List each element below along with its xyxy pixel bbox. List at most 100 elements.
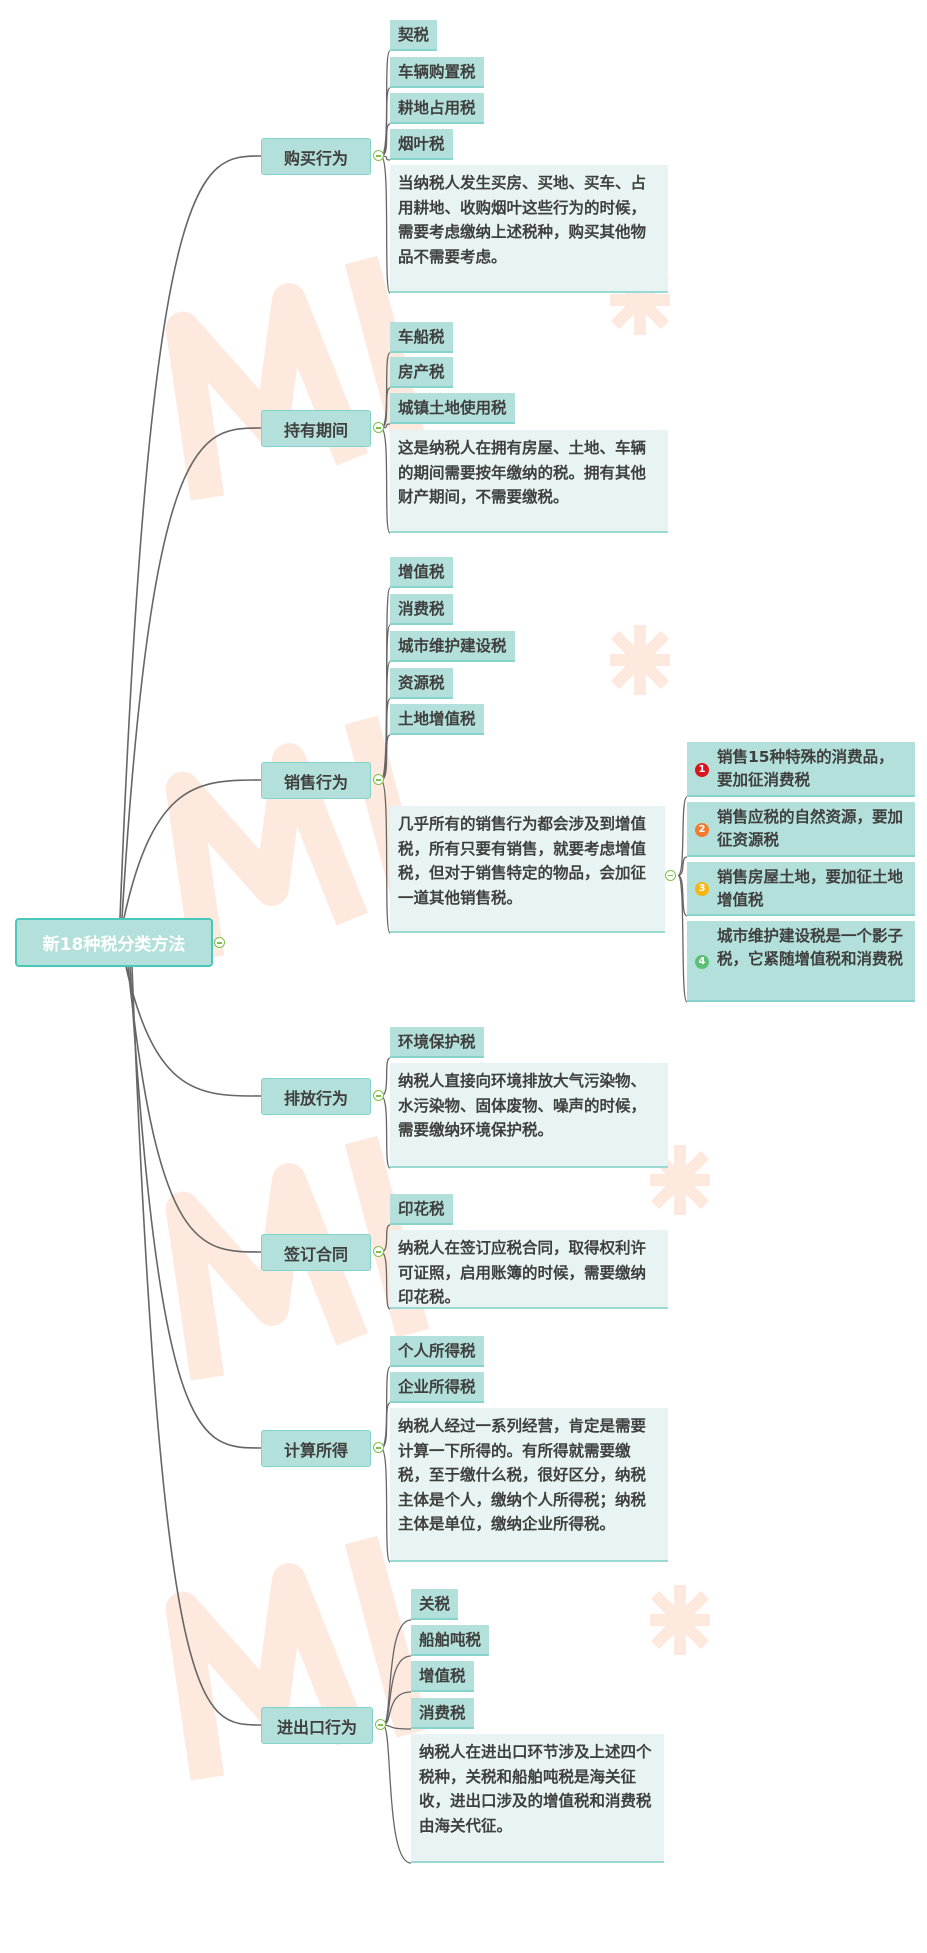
description-note: 纳税人在签订应税合同，取得权利许可证照，启用账簿的时候，需要缴纳印花税。	[390, 1230, 668, 1309]
priority-4-icon: 4	[695, 954, 709, 969]
description-note: 纳税人直接向环境排放大气污染物、水污染物、固体废物、噪声的时候，需要缴纳环境保护…	[390, 1063, 668, 1168]
sub-note-item[interactable]: 城市维护建设税是一个影子税，它紧随增值税和消费税 4	[687, 921, 915, 1002]
tax-leaf-node[interactable]: 城镇土地使用税	[390, 393, 515, 424]
tax-leaf-node[interactable]: 城市维护建设税	[390, 631, 515, 662]
collapse-toggle-icon[interactable]	[373, 1246, 384, 1257]
tax-leaf-node[interactable]: 增值税	[411, 1661, 474, 1692]
tax-leaf-node[interactable]: 印花税	[390, 1194, 453, 1225]
connector	[380, 1057, 391, 1097]
tax-leaf-node-label: 城镇土地使用税	[398, 399, 507, 417]
connector	[382, 1619, 412, 1726]
description-note-label: 纳税人在进出口环节涉及上述四个税种，关税和船舶吨税是海关征收，进出口涉及的增值税…	[419, 1743, 652, 1835]
category-node-label: 签订合同	[283, 1244, 348, 1264]
tax-leaf-node[interactable]: 企业所得税	[390, 1372, 484, 1403]
collapse-toggle-icon[interactable]	[373, 150, 384, 161]
tax-leaf-node[interactable]: 房产税	[390, 357, 453, 388]
collapse-toggle-icon[interactable]	[375, 1719, 386, 1730]
connector	[380, 1447, 391, 1563]
collapse-toggle-icon[interactable]	[373, 422, 384, 433]
root-node[interactable]: 新18种税分类方法	[15, 918, 213, 967]
category-node[interactable]: 进出口行为	[261, 1707, 373, 1744]
connector	[119, 155, 262, 919]
tax-leaf-node[interactable]: 消费税	[390, 594, 453, 625]
tax-leaf-node[interactable]: 个人所得税	[390, 1336, 484, 1367]
tax-leaf-node[interactable]: 土地增值税	[390, 704, 484, 735]
tax-leaf-node-label: 增值税	[419, 1667, 466, 1685]
collapse-toggle-icon[interactable]	[214, 937, 225, 948]
sub-note-item-label: 城市维护建设税是一个影子税，它紧随增值税和消费税	[717, 927, 904, 968]
description-note: 当纳税人发生买房、买地、买车、占用耕地、收购烟叶这些行为的时候，需要考虑缴纳上述…	[390, 165, 668, 293]
description-note-label: 纳税人直接向环境排放大气污染物、水污染物、固体废物、噪声的时候，需要缴纳环境保护…	[398, 1072, 647, 1139]
category-node[interactable]: 计算所得	[261, 1430, 371, 1467]
priority-1-icon: 1	[695, 762, 709, 777]
category-node[interactable]: 购买行为	[261, 138, 371, 175]
connector	[382, 1724, 412, 1864]
tax-leaf-node-label: 契税	[398, 26, 430, 44]
collapse-toggle-icon[interactable]	[373, 774, 384, 785]
tax-leaf-node-label: 耕地占用税	[398, 99, 476, 117]
connector	[131, 966, 262, 1726]
description-note: 纳税人在进出口环节涉及上述四个税种，关税和船舶吨税是海关征收，进出口涉及的增值税…	[411, 1734, 664, 1863]
tax-leaf-node[interactable]: 车辆购置税	[390, 57, 484, 88]
connector	[123, 779, 262, 919]
tax-leaf-node-label: 船舶吨税	[419, 1631, 482, 1649]
tax-leaf-node[interactable]: 耕地占用税	[390, 93, 484, 124]
category-node[interactable]: 持有期间	[261, 410, 371, 447]
description-note-label: 几乎所有的销售行为都会涉及到增值税，所有只要有销售，就要考虑增值税，但对于销售特…	[398, 815, 647, 907]
tax-leaf-node[interactable]: 船舶吨税	[411, 1625, 490, 1656]
connector	[380, 1402, 391, 1449]
connector	[129, 966, 262, 1449]
tax-leaf-node-label: 车辆购置税	[398, 63, 476, 81]
description-note-label: 纳税人在签订应税合同，取得权利许可证照，启用账簿的时候，需要缴纳印花税。	[398, 1239, 647, 1306]
tax-leaf-node-label: 企业所得税	[398, 1378, 476, 1396]
connector	[382, 1724, 412, 1730]
connector	[121, 427, 262, 919]
category-node[interactable]: 销售行为	[261, 762, 371, 799]
tax-leaf-node[interactable]: 环境保护税	[390, 1027, 484, 1058]
root-label: 新18种税分类方法	[42, 935, 186, 955]
tax-leaf-node[interactable]: 资源税	[390, 668, 453, 699]
connector	[382, 1655, 412, 1726]
tax-leaf-node[interactable]: 消费税	[411, 1698, 474, 1729]
connector	[677, 856, 688, 877]
category-node-label: 排放行为	[283, 1088, 348, 1108]
tax-leaf-node-label: 消费税	[398, 600, 445, 618]
connector	[677, 874, 688, 1003]
tax-leaf-node[interactable]: 烟叶税	[390, 129, 453, 160]
tax-leaf-node[interactable]: 增值税	[390, 557, 453, 588]
category-node[interactable]: 签订合同	[261, 1234, 371, 1271]
tax-leaf-node-label: 环境保护税	[398, 1033, 476, 1051]
tax-leaf-node-label: 土地增值税	[398, 710, 476, 728]
description-note: 几乎所有的销售行为都会涉及到增值税，所有只要有销售，就要考虑增值税，但对于销售特…	[390, 806, 665, 933]
connector	[127, 966, 262, 1253]
description-note: 纳税人经过一系列经营，肯定是需要计算一下所得的。有所得就需要缴税，至于缴什么税，…	[390, 1408, 668, 1562]
tax-leaf-node[interactable]: 车船税	[390, 322, 453, 353]
tax-leaf-node-label: 关税	[419, 1595, 451, 1613]
connector	[125, 966, 262, 1097]
description-note-label: 这是纳税人在拥有房屋、土地、车辆的期间需要按年缴纳的税。拥有其他财产期间，不需要…	[398, 439, 647, 506]
collapse-toggle-icon[interactable]	[373, 1090, 384, 1101]
description-note: 这是纳税人在拥有房屋、土地、车辆的期间需要按年缴纳的税。拥有其他财产期间，不需要…	[390, 430, 668, 533]
tax-leaf-node-label: 车船税	[398, 328, 445, 346]
collapse-toggle-icon[interactable]	[373, 1442, 384, 1453]
category-node-label: 持有期间	[283, 420, 348, 440]
category-node[interactable]: 排放行为	[261, 1078, 371, 1115]
category-node-label: 计算所得	[283, 1440, 348, 1460]
connector	[380, 1095, 391, 1169]
connector	[380, 87, 391, 157]
connector	[677, 796, 688, 877]
tax-leaf-node-label: 个人所得税	[398, 1342, 476, 1360]
tax-leaf-node-label: 消费税	[419, 1704, 466, 1722]
connector	[380, 387, 391, 429]
tax-leaf-node-label: 资源税	[398, 674, 445, 692]
tax-leaf-node-label: 房产税	[398, 363, 445, 381]
priority-2-icon: 2	[695, 822, 709, 837]
tax-leaf-node[interactable]: 契税	[390, 20, 438, 51]
connector	[380, 779, 391, 934]
tax-leaf-node[interactable]: 关税	[411, 1589, 459, 1620]
collapse-toggle-icon[interactable]	[665, 869, 676, 881]
